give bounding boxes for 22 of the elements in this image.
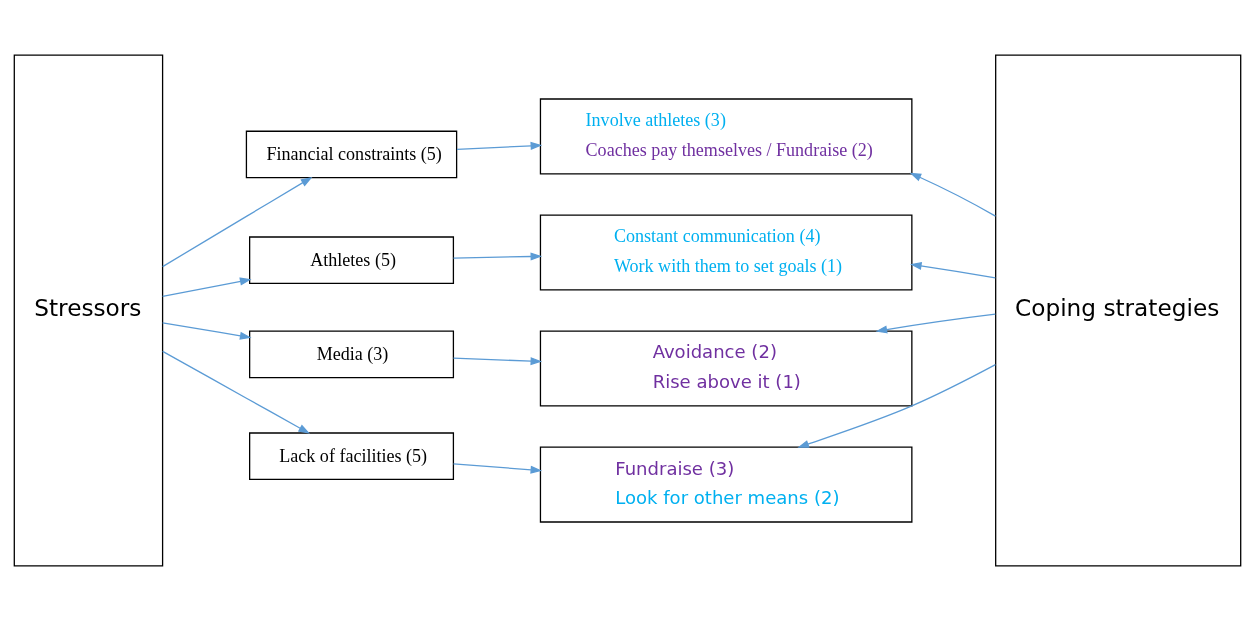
arrow <box>875 313 996 334</box>
node-box: Financial constraints (5) <box>245 130 458 178</box>
arrow <box>909 172 997 217</box>
arrow <box>162 321 252 340</box>
arrow <box>452 251 543 261</box>
node-box: Athletes (5) <box>249 235 455 284</box>
arrow <box>797 363 997 448</box>
arrow <box>456 141 543 150</box>
arrow <box>162 176 313 267</box>
node-box: Constant communication (4) Work with them to set goals (1) <box>539 213 913 290</box>
node-box: Stressors <box>13 54 164 566</box>
node-box: Avoidance (2) Rise above it (1) <box>539 330 913 407</box>
arrow <box>452 462 543 474</box>
arrow <box>910 261 996 279</box>
node-box: Lack of facilities (5) <box>249 431 455 480</box>
node-box: Involve athletes (3) Coaches pay themselves / Fundraise (2) <box>539 97 913 174</box>
arrow <box>162 350 310 434</box>
arrow <box>162 276 252 297</box>
node-box: Coping strategies <box>995 54 1242 566</box>
arrow <box>452 356 543 365</box>
node-box: Fundraise (3) Look for other means (2) <box>539 446 913 523</box>
node-box: Media (3) <box>249 330 455 378</box>
